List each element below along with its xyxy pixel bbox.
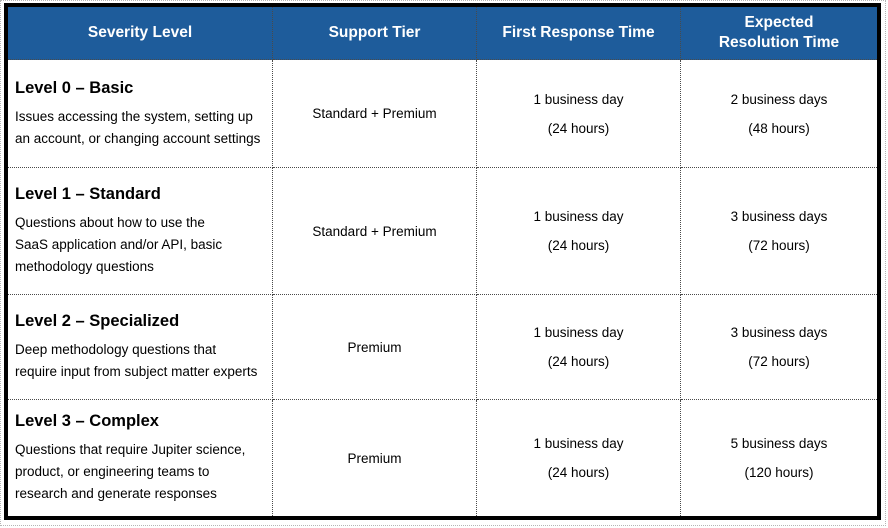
severity-level-title: Level 2 – Specialized — [15, 312, 180, 330]
severity-cell: Level 2 – Specialized Deep methodology q… — [8, 295, 273, 400]
resolution-cell: 3 business days (72 hours) — [681, 168, 877, 295]
resolution-cell: 3 business days (72 hours) — [681, 295, 877, 400]
first-response-cell: 1 business day (24 hours) — [477, 400, 681, 516]
resolution-days: 3 business days — [730, 325, 828, 340]
resolution-cell: 2 business days (48 hours) — [681, 60, 877, 168]
first-response-cell: 1 business day (24 hours) — [477, 168, 681, 295]
table-header-row: Severity Level Support Tier First Respon… — [8, 7, 877, 60]
support-tier-cell: Standard + Premium — [273, 168, 477, 295]
first-response-hours: (24 hours) — [547, 120, 610, 136]
severity-level-title: Level 0 – Basic — [15, 78, 134, 97]
table-row-level-3: Level 3 – Complex Questions that require… — [8, 400, 877, 516]
table-row-level-2: Level 2 – Specialized Deep methodology q… — [8, 295, 877, 400]
column-header-severity-level: Severity Level — [8, 7, 273, 60]
severity-level-description: Questions that require Jupiter science, … — [15, 442, 246, 501]
severity-cell: Level 0 – Basic Issues accessing the sys… — [8, 60, 273, 168]
resolution-hours: (120 hours) — [744, 465, 814, 480]
support-severity-table: Severity Level Support Tier First Respon… — [4, 3, 881, 520]
severity-level-description: Deep methodology questions that require … — [15, 342, 258, 379]
first-response-hours: (24 hours) — [547, 354, 610, 369]
support-tier-value: Premium — [347, 450, 402, 466]
resolution-days: 5 business days — [730, 436, 828, 451]
column-header-support-tier: Support Tier — [273, 7, 477, 60]
support-tier-cell: Premium — [273, 400, 477, 516]
first-response-hours: (24 hours) — [547, 465, 610, 480]
first-response-days: 1 business day — [533, 91, 624, 107]
first-response-cell: 1 business day (24 hours) — [477, 295, 681, 400]
first-response-days: 1 business day — [533, 436, 624, 451]
column-header-first-response-time: First Response Time — [477, 7, 681, 60]
first-response-days: 1 business day — [533, 325, 624, 340]
support-tier-value: Premium — [347, 339, 402, 355]
first-response-hours: (24 hours) — [547, 238, 610, 253]
first-response-cell: 1 business day (24 hours) — [477, 60, 681, 168]
resolution-hours: (72 hours) — [748, 238, 810, 253]
resolution-days: 2 business days — [730, 91, 828, 107]
severity-level-title: Level 3 – Complex — [15, 412, 159, 430]
severity-cell: Level 1 – Standard Questions about how t… — [8, 168, 273, 295]
support-tier-cell: Premium — [273, 295, 477, 400]
table-row-level-1: Level 1 – Standard Questions about how t… — [8, 168, 877, 295]
support-tier-value: Standard + Premium — [312, 106, 437, 121]
column-header-expected-resolution-time: Expected Resolution Time — [681, 7, 877, 60]
severity-cell: Level 3 – Complex Questions that require… — [8, 400, 273, 516]
severity-level-title: Level 1 – Standard — [15, 185, 161, 203]
resolution-days: 3 business days — [730, 209, 828, 224]
resolution-hours: (72 hours) — [748, 354, 810, 369]
support-tier-value: Standard + Premium — [312, 223, 437, 239]
resolution-hours: (48 hours) — [748, 120, 810, 136]
severity-level-description: Questions about how to use the SaaS appl… — [15, 215, 223, 274]
resolution-cell: 5 business days (120 hours) — [681, 400, 877, 516]
table-row-level-0: Level 0 – Basic Issues accessing the sys… — [8, 60, 877, 168]
severity-level-description: Issues accessing the system, setting up … — [15, 108, 261, 146]
first-response-days: 1 business day — [533, 209, 624, 224]
support-tier-cell: Standard + Premium — [273, 60, 477, 168]
